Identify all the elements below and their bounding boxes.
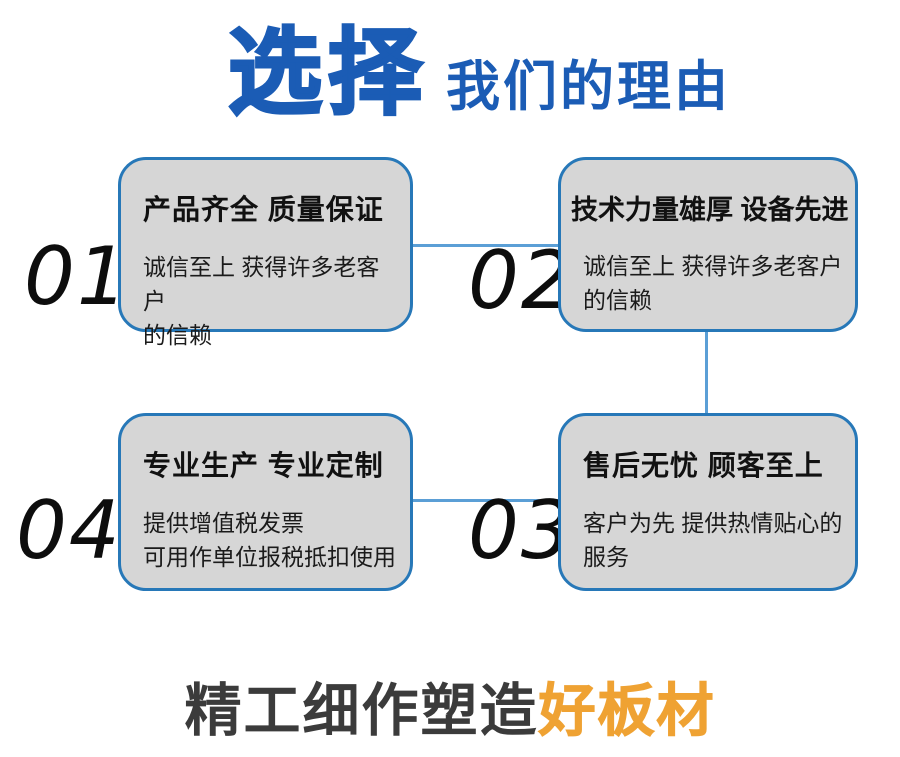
- feature-card-aftersales: 售后无忧 顾客至上 客户为先 提供热情贴心的 服务: [558, 413, 858, 591]
- step-number-04: 04: [16, 484, 122, 577]
- feature-card-technology: 技术力量雄厚 设备先进 诚信至上 获得许多老客户 的信赖: [558, 157, 858, 332]
- connector-line-vertical: [705, 331, 708, 414]
- feature-card-product-quality: 产品齐全 质量保证 诚信至上 获得许多老客户 的信赖: [118, 157, 413, 348]
- step-number-01: 01: [24, 230, 130, 323]
- card-title: 专业生产 专业定制: [143, 450, 384, 481]
- card-description: 诚信至上 获得许多老客户 的信赖: [143, 254, 380, 348]
- card-title: 售后无忧 顾客至上: [583, 450, 824, 481]
- page-title-highlight: 选择: [226, 20, 429, 125]
- card-description: 提供增值税发票 可用作单位报税抵扣使用: [143, 510, 396, 570]
- footer-slogan-normal: 精工细作塑造: [184, 679, 539, 743]
- card-title: 技术力量雄厚 设备先进: [571, 195, 849, 225]
- footer-slogan: 精工细作塑造好板材: [0, 679, 900, 743]
- connector-line-top: [412, 244, 560, 247]
- page-title-rest: 我们的理由: [446, 57, 732, 117]
- feature-card-customization: 专业生产 专业定制 提供增值税发票 可用作单位报税抵扣使用: [118, 413, 413, 591]
- step-number-02: 02: [468, 234, 574, 327]
- card-description: 客户为先 提供热情贴心的 服务: [583, 510, 843, 570]
- card-title: 产品齐全 质量保证: [143, 194, 384, 225]
- card-description: 诚信至上 获得许多老客户 的信赖: [583, 253, 843, 313]
- step-number-03: 03: [468, 484, 574, 577]
- page-title: 选择 我们的理由: [226, 20, 732, 125]
- connector-line-bottom: [412, 499, 560, 502]
- footer-slogan-highlight: 好板材: [538, 679, 716, 743]
